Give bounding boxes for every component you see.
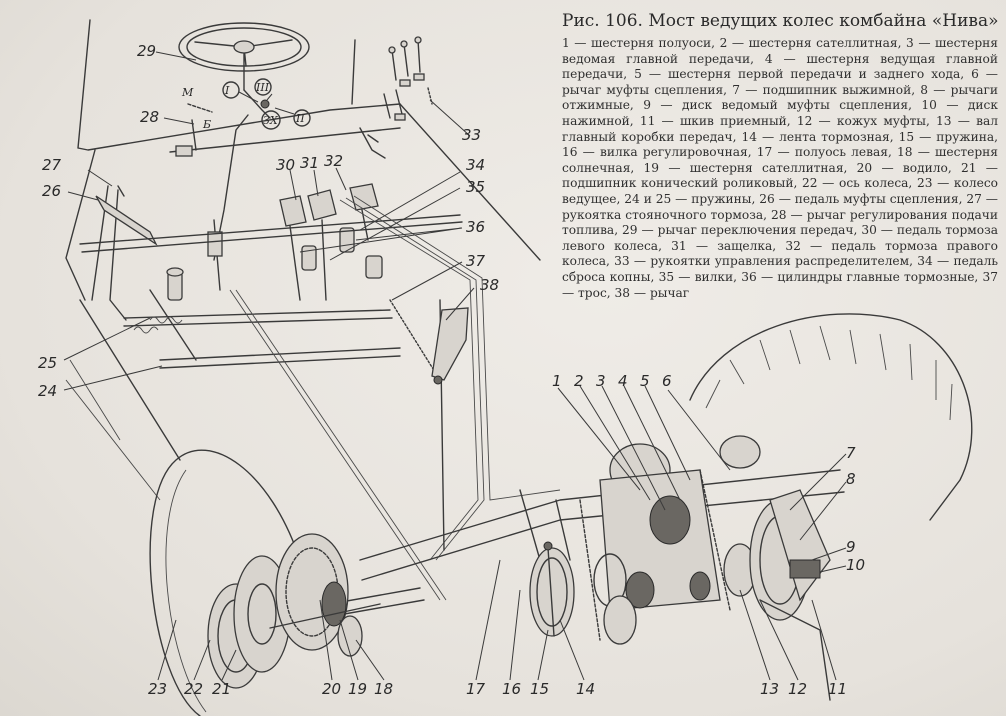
callout-16: 16 [502, 680, 521, 698]
pedals [91, 183, 379, 321]
brake-drum [529, 541, 575, 637]
callout-11: 11 [828, 680, 847, 698]
callout-12: 12 [788, 680, 807, 698]
callout-8: 8 [846, 470, 856, 488]
callout-14: 14 [576, 680, 595, 698]
distributor-handles [383, 36, 433, 121]
figure-legend: 1 — шестерня полуоси, 2 — шестерня сател… [562, 36, 998, 300]
callout-26: 26 [42, 182, 61, 200]
callout-2: 2 [574, 372, 584, 390]
gear-iii-label: III [255, 81, 270, 94]
callout-3: 3 [596, 372, 606, 390]
right-drive-wheel [689, 313, 973, 521]
callout-6: 6 [662, 372, 672, 390]
callout-10: 10 [846, 556, 865, 574]
callout-17: 17 [466, 680, 486, 698]
callout-13: 13 [760, 680, 779, 698]
callout-4: 4 [618, 372, 628, 390]
callout-leaders [63, 51, 847, 681]
callout-19: 19 [348, 680, 367, 698]
callout-28: 28 [140, 108, 159, 126]
throttle-m-label: М [181, 86, 194, 99]
gear-ii-label: II [295, 112, 305, 125]
callout-9: 9 [846, 538, 856, 556]
callout-31: 31 [300, 154, 319, 172]
callout-27: 27 [42, 156, 62, 174]
callout-34: 34 [466, 156, 485, 174]
callout-21: 21 [212, 680, 231, 698]
clutch-assembly [723, 489, 831, 701]
callout-30: 30 [276, 156, 295, 174]
gear-shift-pattern: I III II ЗХ М Б [181, 78, 311, 131]
callout-20: 20 [322, 680, 341, 698]
callout-36: 36 [466, 218, 485, 236]
callout-1: 1 [552, 372, 562, 390]
callout-23: 23 [148, 680, 167, 698]
callout-labels: 29 28 27 26 30 31 32 33 34 35 36 37 38 2… [38, 42, 865, 698]
pedal-base-frame [79, 214, 463, 369]
callout-35: 35 [466, 178, 485, 196]
figure-title: Рис. 106. Мост ведущих колес комбайна «Н… [562, 11, 999, 31]
master-cylinders [166, 227, 383, 301]
callout-22: 22 [184, 680, 203, 698]
left-final-drive [269, 533, 381, 657]
callout-37: 37 [466, 252, 486, 270]
callout-33: 33 [462, 126, 481, 144]
lever-38 [431, 299, 469, 551]
callout-5: 5 [640, 372, 650, 390]
gear-reverse-label: ЗХ [263, 114, 279, 127]
brake-lines [229, 195, 561, 601]
steering-wheel [178, 22, 310, 261]
callout-24: 24 [38, 382, 57, 400]
throttle-lever [169, 119, 401, 159]
callout-7: 7 [846, 444, 856, 462]
cab-outline [65, 19, 541, 501]
throttle-b-label: Б [202, 118, 211, 131]
callout-29: 29 [137, 42, 156, 60]
callout-38: 38 [480, 276, 499, 294]
callout-25: 25 [38, 354, 57, 372]
gear-i-label: I [224, 84, 230, 97]
callout-15: 15 [530, 680, 549, 698]
gear-housing [579, 443, 731, 645]
callout-18: 18 [374, 680, 393, 698]
callout-32: 32 [324, 152, 343, 170]
figure-caption: Рис. 106. Мост ведущих колес комбайна «Н… [562, 10, 999, 301]
